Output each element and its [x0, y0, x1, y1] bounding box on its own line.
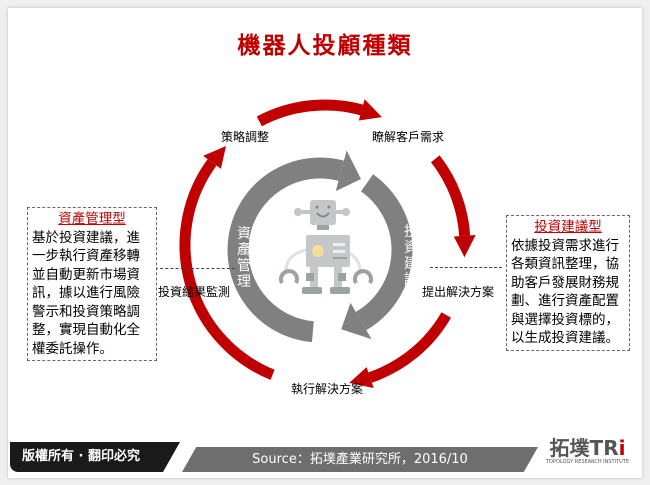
investment-advice-box: 投資建議型 依據投資需求進行各類資訊整理，協助客戶發展財務規劃、進行資產配置與選… [506, 215, 630, 351]
ring-label-asset-management: 資產管理 [237, 226, 251, 290]
step-monitor-results: 投資結果監測 [158, 285, 231, 299]
step-understand-client-needs: 瞭解客戶需求 [372, 130, 445, 144]
ring-label-investment-advice: 投資建議 [404, 224, 418, 288]
gray-arrow-right-shaft [355, 174, 413, 331]
asset-management-title: 資產管理型 [58, 211, 126, 227]
source-note: Source：拓墣產業研究所，2016/10 [182, 447, 538, 472]
step-execute-solution: 執行解決方案 [291, 382, 364, 396]
red-arrow-left-shaft [179, 159, 275, 380]
step-propose-solution: 提出解決方案 [422, 285, 495, 299]
gray-arrow-right-head [341, 302, 372, 340]
red-arrow-top-shaft [256, 99, 364, 127]
step-strategy-adjustment: 策略調整 [221, 130, 270, 144]
red-arrow-bottom-shaft [368, 312, 452, 383]
copyright-banner: 版權所有 · 翻印必究 [10, 442, 180, 472]
red-arrow-left-head [203, 146, 227, 169]
red-arrow-right-head [453, 234, 476, 258]
red-arrow-top-head [358, 99, 382, 121]
logo-text: 拓墣TRi [549, 436, 626, 460]
investment-advice-description: 依據投資需求進行各類資訊整理，協助客戶發展財務規劃、進行資產配置與選擇投資標的，… [511, 237, 619, 347]
tri-logo: 拓墣TRi TOPOLOGY RESEARCH INSTITUTE [540, 437, 635, 472]
gray-arrow-left-shaft [227, 157, 344, 343]
gray-arrow-left-head [335, 150, 361, 192]
robot-icon [279, 200, 373, 294]
page-title: 機器人投顧種類 [237, 33, 413, 59]
connector-line-left [155, 268, 235, 269]
outer-cycle-arrows [179, 99, 476, 388]
red-arrow-bottom-head [349, 367, 374, 388]
asset-management-box: 資產管理型 基於投資建議，進一步執行資產移轉並自動更新市場資訊，據以進行風險警示… [27, 207, 157, 361]
connector-line-right [430, 267, 502, 268]
asset-management-description: 基於投資建議，進一步執行資產移轉並自動更新市場資訊，據以進行風險警示和投資策略調… [32, 229, 140, 357]
inner-cycle-ring [227, 150, 413, 343]
red-arrow-right-shaft [430, 155, 471, 237]
investment-advice-title: 投資建議型 [534, 219, 602, 235]
logo-subtext: TOPOLOGY RESEARCH INSTITUTE [545, 459, 630, 465]
